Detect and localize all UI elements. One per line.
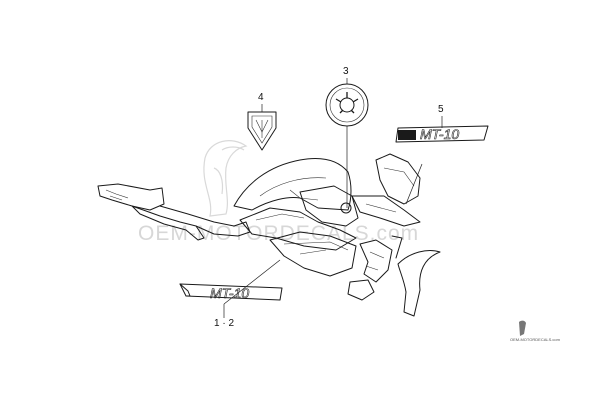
callout-1-2: 1 · 2 [214, 318, 234, 329]
callout-4: 4 [258, 92, 264, 103]
motorcycle-bodywork [97, 153, 441, 317]
callout-3: 3 [343, 66, 349, 77]
corner-watermark-text: OEM-MOTORDECALS.com [510, 337, 561, 342]
model-badge-part-5: MT-10 [395, 125, 489, 143]
leader-lines [223, 78, 443, 318]
side-decal-part-1-2: MT-10 [179, 283, 283, 301]
badge-model-text: MT-10 [420, 126, 459, 142]
watermark-helmet-logo [203, 140, 248, 217]
watermark-text: OEM-MOTORDECALS.com [138, 222, 419, 245]
corner-watermark-logo: OEM-MOTORDECALS.com [510, 320, 561, 342]
round-emblem-part-3 [325, 83, 369, 127]
side-decal-model-text: MT-10 [210, 285, 249, 301]
crest-emblem-part-4 [247, 111, 277, 151]
callout-5: 5 [438, 104, 444, 115]
